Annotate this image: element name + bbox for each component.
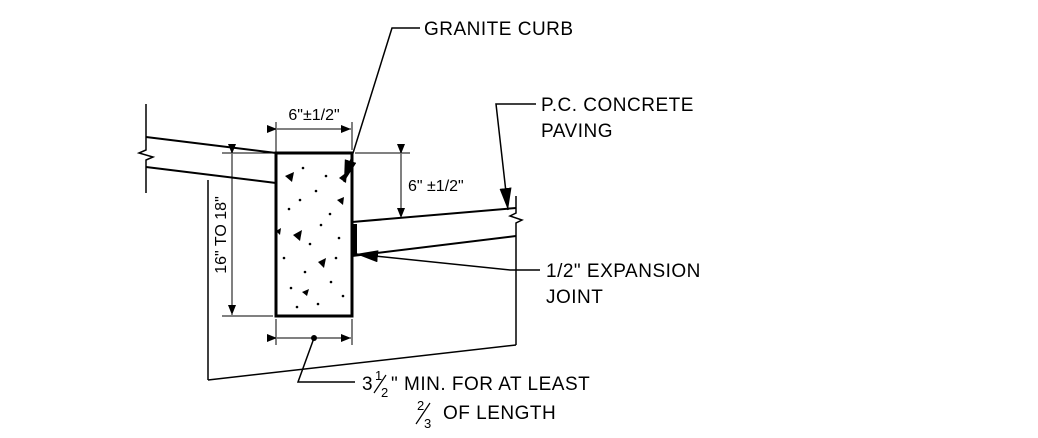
bottom-width-dimension bbox=[267, 319, 355, 383]
curb-width-dimension: 6"±1/2" bbox=[267, 107, 353, 152]
reveal-dimension: 6" ±1/2" bbox=[355, 144, 464, 218]
left-pavement-slab bbox=[136, 104, 277, 193]
expansion-joint-strip bbox=[352, 224, 357, 256]
expansion-joint-label-line2: JOINT bbox=[546, 287, 603, 308]
min-bearing-note: 3 1 2 " MIN. FOR AT LEAST 2 3 OF LENGTH bbox=[362, 368, 590, 431]
reveal-text: 6" ±1/2" bbox=[408, 178, 464, 195]
granite-curb-label: GRANITE CURB bbox=[424, 19, 574, 40]
expansion-joint-leader bbox=[355, 250, 540, 271]
pc-concrete-leader bbox=[495, 103, 536, 211]
min-whole-number: 3 bbox=[362, 374, 373, 395]
length-note-text: OF LENGTH bbox=[443, 403, 556, 424]
curb-depth-dimension: 16" TO 18" bbox=[213, 144, 273, 317]
right-paving-slab bbox=[351, 196, 524, 345]
granite-curb-block bbox=[274, 151, 354, 318]
expansion-joint-label-line1: 1/2" EXPANSION bbox=[546, 261, 701, 282]
pc-concrete-label-line1: P.C. CONCRETE bbox=[541, 95, 694, 116]
curb-width-text: 6"±1/2" bbox=[288, 107, 339, 124]
granite-curb-leader bbox=[343, 27, 420, 183]
min-fraction-numerator: 1 bbox=[375, 368, 382, 383]
length-fraction-numerator: 2 bbox=[417, 398, 424, 413]
min-note-text: " MIN. FOR AT LEAST bbox=[391, 374, 590, 395]
pc-concrete-label-line2: PAVING bbox=[541, 121, 613, 142]
length-fraction-denominator: 3 bbox=[424, 416, 431, 431]
curb-depth-text: 16" TO 18" bbox=[213, 196, 230, 273]
trench-outline bbox=[207, 180, 517, 381]
min-fraction-denominator: 2 bbox=[381, 385, 388, 400]
